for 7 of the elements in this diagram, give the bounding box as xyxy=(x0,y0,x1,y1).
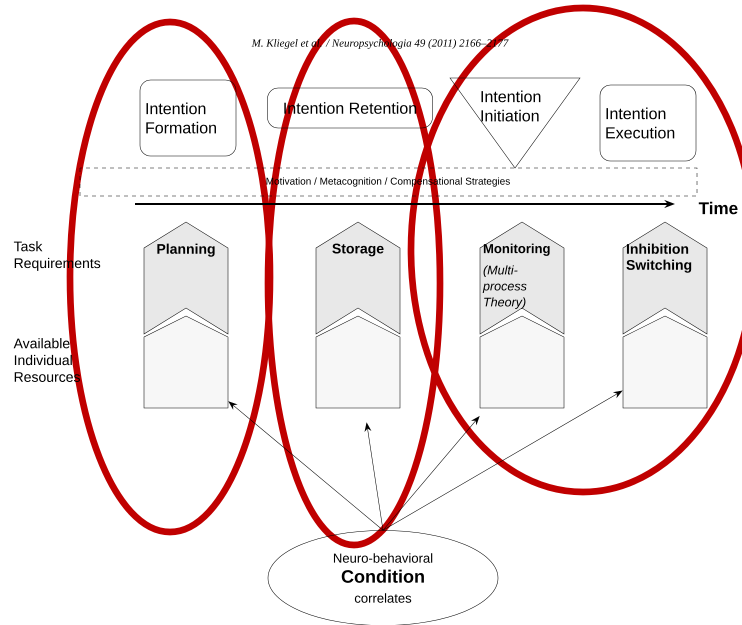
rounded-box: Intention Formation xyxy=(140,80,236,156)
axis-label: Time xyxy=(698,202,738,214)
resource-shape xyxy=(622,316,708,408)
resource-shape xyxy=(316,316,400,408)
rounded-box: Intention Execution xyxy=(600,84,696,162)
resource-shape xyxy=(480,316,564,408)
resource-shape xyxy=(144,316,228,408)
